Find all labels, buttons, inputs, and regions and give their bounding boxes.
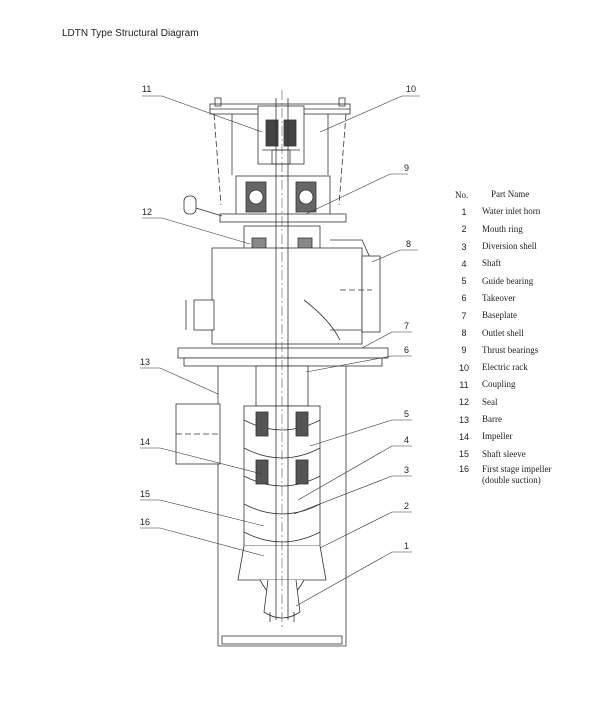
part-name: Shaft	[482, 258, 501, 269]
part-no: 4	[461, 258, 467, 269]
callout-4: 4	[404, 435, 409, 445]
part-no: 12	[458, 397, 469, 408]
callout-numbers: 1 2 3 4 5 6 7 8 9 10 11 12 13 14 15 16	[140, 84, 416, 551]
parts-row: 7 Baseplate	[452, 307, 592, 324]
parts-row: 13 Barre	[452, 411, 592, 428]
part-name: First stage impeller (double suction)	[476, 464, 552, 486]
parts-row: 16 First stage impeller (double suction)	[452, 463, 592, 490]
callout-15: 15	[140, 489, 150, 499]
callout-10: 10	[406, 84, 416, 94]
header-part-name: Part Name	[491, 189, 530, 200]
callout-7: 7	[404, 321, 409, 331]
part-no: 14	[458, 431, 469, 442]
part-name: Baseplate	[482, 310, 517, 321]
callout-16: 16	[140, 517, 150, 527]
parts-table: No. Part Name 1 Water inlet horn 2 Mouth r…	[452, 186, 592, 490]
parts-row: 1 Water inlet horn	[452, 203, 592, 220]
part-name: Diversion shell	[482, 241, 537, 252]
parts-row: 8 Outlet shell	[452, 324, 592, 341]
callout-8: 8	[406, 239, 411, 249]
thrust-bearing-housing	[219, 175, 347, 223]
part-name: Takeover	[482, 292, 516, 303]
parts-table-header: No. Part Name	[452, 186, 592, 203]
shaft	[275, 90, 289, 630]
parts-row: 6 Takeover	[452, 290, 592, 307]
callout-1: 1	[404, 541, 409, 551]
diagram-title: LDTN Type Structural Diagram	[62, 28, 199, 39]
part-name: Electric rack	[482, 362, 528, 373]
callout-12: 12	[142, 207, 152, 217]
parts-row: 14 Impeller	[452, 428, 592, 445]
part-no: 16	[458, 463, 469, 474]
callout-14: 14	[140, 437, 150, 447]
part-no: 9	[461, 345, 467, 356]
callout-9: 9	[404, 163, 409, 173]
part-name: Shaft sleeve	[482, 448, 526, 459]
callout-5: 5	[404, 409, 409, 419]
barrel	[175, 366, 347, 647]
callout-2: 2	[404, 501, 409, 511]
part-name: Barre	[482, 414, 502, 424]
coupling	[257, 105, 305, 165]
parts-row: 4 Shaft	[452, 255, 592, 272]
part-name: Mouth ring	[482, 223, 523, 234]
parts-row: 15 Shaft sleeve	[452, 445, 592, 462]
part-name: Coupling	[482, 379, 516, 390]
part-name-line1: First stage impeller	[482, 463, 552, 474]
baseplate	[177, 347, 389, 367]
parts-row: 12 Seal	[452, 394, 592, 411]
part-name: Guide bearing	[482, 275, 534, 286]
outlet-shell	[185, 239, 381, 345]
part-no: 5	[461, 276, 467, 287]
callout-13: 13	[140, 357, 150, 367]
parts-row: 10 Electric rack	[452, 359, 592, 376]
part-name-line2: (double suction)	[482, 474, 541, 485]
part-no: 6	[461, 293, 467, 304]
callout-11: 11	[142, 84, 151, 94]
part-name: Outlet shell	[482, 327, 524, 338]
callout-3: 3	[404, 465, 409, 475]
part-no: 10	[458, 362, 469, 373]
part-name: Thrust bearings	[482, 344, 539, 355]
oil-cup	[183, 195, 223, 217]
part-no: 8	[461, 328, 467, 339]
part-no: 7	[461, 310, 467, 321]
part-no: 2	[461, 224, 467, 235]
header-no: No.	[455, 189, 469, 200]
part-no: 3	[461, 241, 467, 252]
parts-row: 2 Mouth ring	[452, 221, 592, 238]
part-name: Seal	[482, 396, 498, 407]
part-name: Water inlet horn	[482, 206, 541, 217]
part-no: 1	[461, 206, 467, 217]
parts-row: 3 Diversion shell	[452, 238, 592, 255]
parts-row: 5 Guide bearing	[452, 272, 592, 289]
parts-row: 9 Thrust bearings	[452, 342, 592, 359]
part-name: Impeller	[482, 431, 513, 442]
part-no: 15	[458, 449, 469, 460]
leader-lines	[140, 95, 420, 607]
callout-6: 6	[404, 345, 409, 355]
part-no: 13	[458, 414, 469, 425]
part-no: 11	[459, 379, 469, 390]
parts-row: 11 Coupling	[452, 376, 592, 393]
